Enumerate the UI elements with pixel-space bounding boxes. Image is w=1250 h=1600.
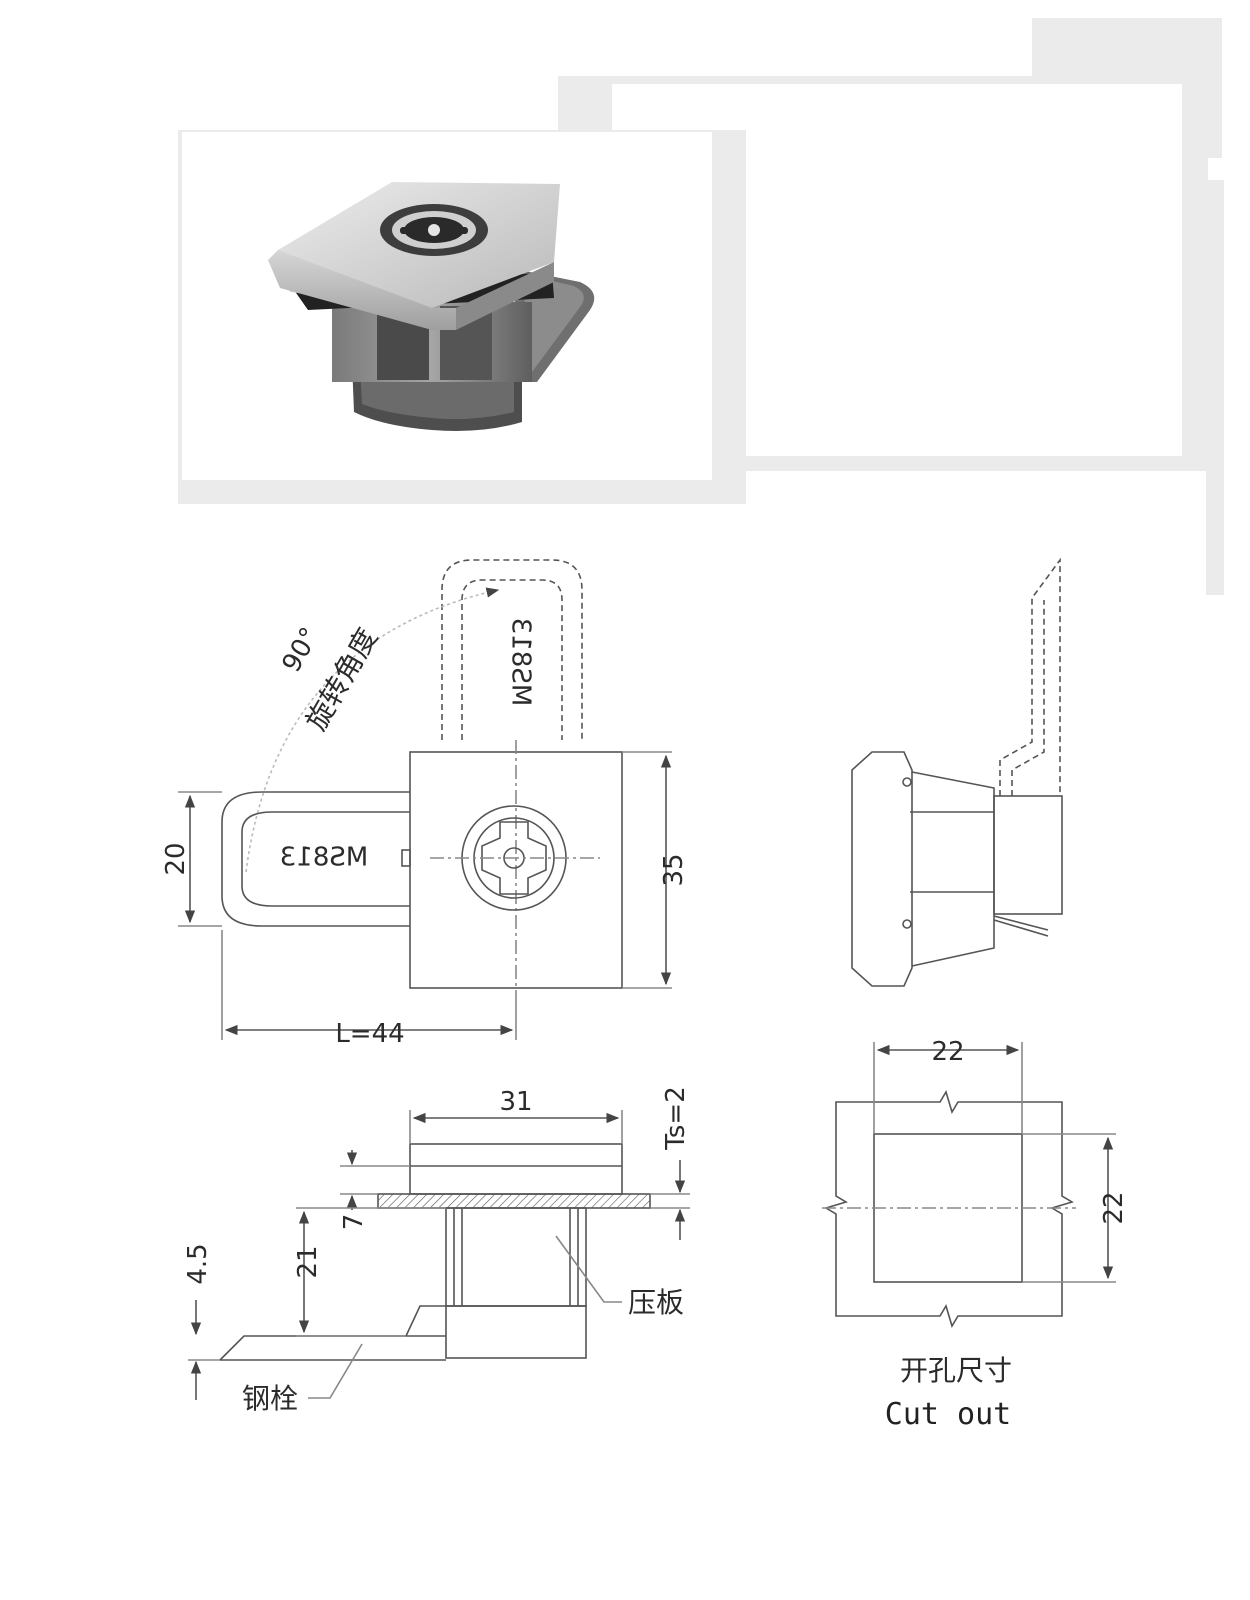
dim-body-depth: 21 — [293, 1245, 323, 1278]
dim-length: L=44 — [335, 1019, 404, 1049]
tongue-front — [221, 791, 410, 927]
bg-panel-right-strip — [1206, 180, 1224, 595]
cutout-title-en: Cut out — [885, 1397, 1011, 1432]
lock-photo-illustration — [268, 182, 595, 431]
dim-tongue-width: 20 — [161, 842, 191, 875]
cutout-height: 22 — [1099, 1191, 1129, 1224]
section-flange — [409, 1143, 623, 1195]
rotation-angle-value: 90° — [277, 623, 326, 678]
section-panel — [377, 1193, 651, 1209]
pressure-plate-label: 压板 — [628, 1286, 684, 1319]
cutout-panel-outline — [824, 1090, 1074, 1328]
side-flange — [851, 751, 913, 987]
dim-flange-width: 31 — [499, 1087, 532, 1117]
dim-body-height: 35 — [659, 853, 689, 886]
pressure-plate-leader — [555, 1235, 622, 1303]
steel-bolt-leader — [308, 1343, 363, 1399]
dim-flange-to-panel: 7 — [339, 1214, 369, 1231]
steel-bolt-tongue — [219, 1335, 446, 1361]
section-cam — [445, 1305, 587, 1359]
side-rotated-tongue — [999, 557, 1061, 796]
dim-panel-thickness: Ts=2 — [661, 1086, 691, 1150]
cutout-width: 22 — [931, 1037, 964, 1067]
rotated-tongue-model-mark: MS813 — [506, 618, 536, 707]
steel-bolt-label: 钢栓 — [242, 1382, 298, 1415]
tongue-model-mark: MS813 — [280, 843, 369, 873]
cutout-title-cn: 开孔尺寸 — [900, 1354, 1012, 1387]
dim-tongue-offset: 4.5 — [183, 1243, 213, 1284]
side-cam-housing — [993, 795, 1063, 915]
product-photo — [182, 132, 712, 480]
rotated-tongue-outline — [441, 559, 583, 740]
